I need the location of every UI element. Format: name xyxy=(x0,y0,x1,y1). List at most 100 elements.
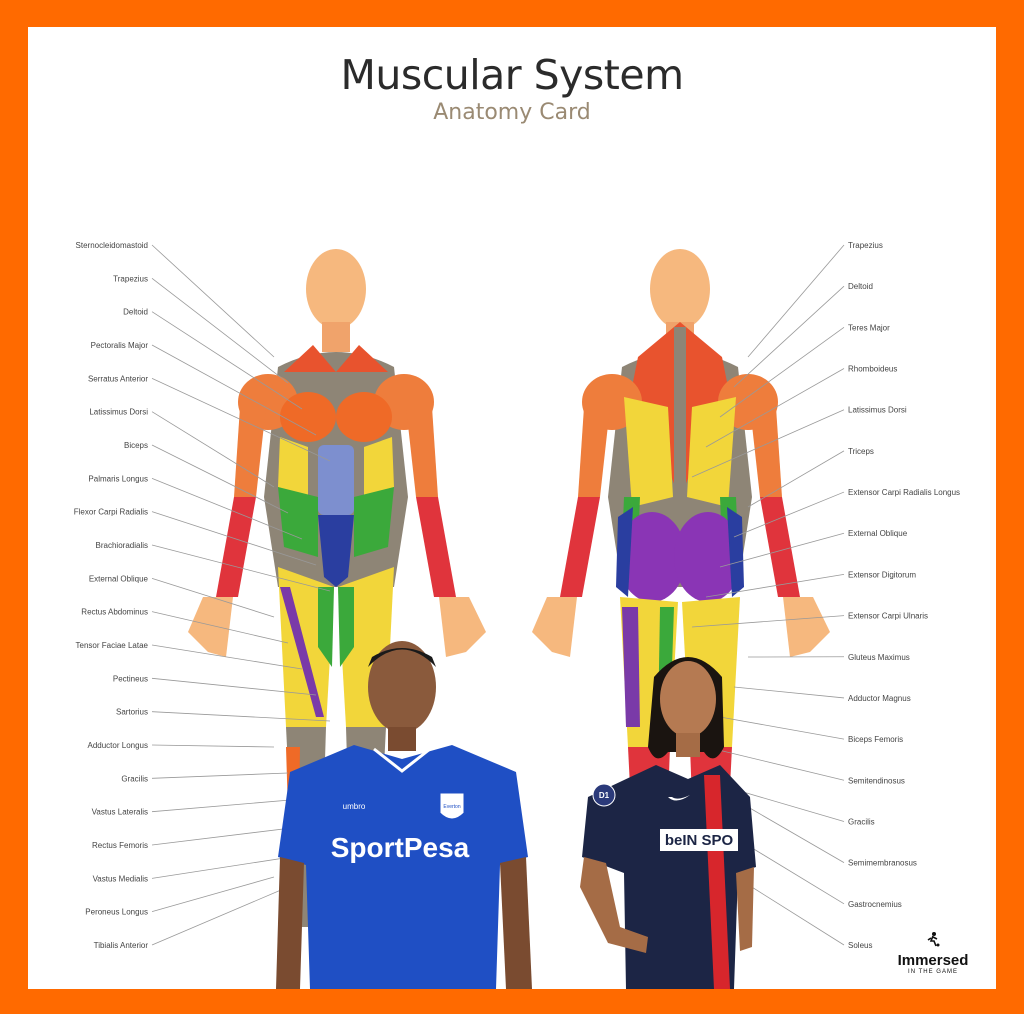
back-label: External Oblique xyxy=(848,529,908,538)
front-label: Sartorius xyxy=(116,708,148,717)
front-serratus-r xyxy=(364,437,394,497)
back-glute-frame xyxy=(616,507,633,597)
back-arm-right-upper xyxy=(750,407,782,497)
player-right-badge: D1 xyxy=(599,791,610,800)
back-leader-line xyxy=(691,615,845,628)
front-leader-line xyxy=(151,644,303,670)
footballer-icon xyxy=(927,932,940,947)
muscle-diagram: SternocleidomastoidTrapeziusDeltoidPecto… xyxy=(74,241,960,989)
player-left-crest-text: Everton xyxy=(443,804,460,810)
back-label: Deltoid xyxy=(848,282,873,291)
anatomy-card: Muscular System Anatomy Card xyxy=(28,27,996,989)
player-left-shirt xyxy=(278,745,528,989)
front-arm-right-upper xyxy=(406,407,438,497)
back-leader-line xyxy=(733,285,845,388)
front-leader-line xyxy=(151,886,289,946)
back-label: Rhomboideus xyxy=(848,365,897,374)
front-label: Vastus Lateralis xyxy=(92,808,148,817)
front-label: Sternocleidomastoid xyxy=(76,241,148,250)
player-right-stripe xyxy=(704,775,730,989)
front-label: Pectineus xyxy=(113,674,148,683)
front-leader-line xyxy=(151,444,289,514)
back-leader-line xyxy=(719,327,845,418)
player-right-neck xyxy=(676,733,700,757)
front-label: Flexor Carpi Radialis xyxy=(74,508,148,517)
player-right-sponsor-box xyxy=(660,829,738,851)
front-label: Trapezius xyxy=(113,274,148,283)
front-label: Tibialis Anterior xyxy=(94,941,149,950)
front-leader-line xyxy=(151,411,275,488)
player-left-arm-left xyxy=(276,857,304,989)
player-right-badge-icon: D1 xyxy=(592,783,616,807)
front-leader-line xyxy=(151,611,289,644)
front-trapezius xyxy=(284,345,388,372)
back-label: Semimembranosus xyxy=(848,859,917,868)
front-leader-line xyxy=(151,311,303,410)
back-label: Trapezius xyxy=(848,241,883,250)
back-label: Extensor Carpi Ulnaris xyxy=(848,612,928,621)
front-leader-line xyxy=(151,677,317,696)
front-adductor xyxy=(318,587,334,667)
player-right: beIN SPO D1 xyxy=(580,657,756,989)
brand-name: Immersed xyxy=(897,952,969,969)
back-leader-line xyxy=(733,686,845,699)
back-leader-line xyxy=(705,368,845,448)
player-left-crest-icon: Everton xyxy=(439,792,465,820)
back-label: Semitendinosus xyxy=(848,776,905,785)
player-left-hair xyxy=(368,648,436,667)
front-rectus-lower xyxy=(318,515,354,587)
front-arm-right-lower xyxy=(416,497,456,597)
front-leaders: SternocleidomastoidTrapeziusDeltoidPecto… xyxy=(74,241,331,950)
back-head xyxy=(650,249,710,329)
back-leader-line xyxy=(747,244,845,358)
front-label: Brachioradialis xyxy=(96,541,148,550)
front-leader-line xyxy=(151,477,303,540)
front-label: Tensor Faciae Latae xyxy=(76,641,149,650)
front-oblique-right xyxy=(354,487,394,557)
front-leader-line xyxy=(151,344,317,436)
player-right-arm-left xyxy=(580,857,648,953)
front-label: Gracilis xyxy=(121,774,148,783)
front-oblique-left xyxy=(278,487,318,557)
player-left-neck xyxy=(388,727,416,751)
back-label: Gluteus Maximus xyxy=(848,653,910,662)
back-label: Adductor Magnus xyxy=(848,694,911,703)
back-leader-line xyxy=(747,450,845,508)
front-leader-line xyxy=(151,577,275,618)
player-left-collar xyxy=(373,747,431,773)
back-leader-line xyxy=(691,409,845,478)
front-label: Vastus Medialis xyxy=(93,874,148,883)
player-left: SportPesa umbro Everton xyxy=(276,641,532,989)
back-label: Extensor Digitorum xyxy=(848,570,916,579)
back-hand-right xyxy=(783,597,830,657)
back-hand-left xyxy=(532,597,577,657)
front-label: Rectus Abdominus xyxy=(81,608,148,617)
back-label: Biceps Femoris xyxy=(848,735,903,744)
brand-tagline: IN THE GAME xyxy=(908,969,958,975)
front-label: Biceps xyxy=(124,441,148,450)
front-arm-left-upper xyxy=(234,407,266,497)
front-pec-left xyxy=(280,392,336,442)
back-spine xyxy=(674,327,686,557)
back-glute-left xyxy=(618,512,686,602)
front-leader-line xyxy=(151,377,331,462)
page-title: Muscular System xyxy=(340,51,684,99)
front-label: Peroneus Longus xyxy=(85,908,148,917)
back-lat-right xyxy=(687,397,736,507)
back-leader-line xyxy=(705,574,845,598)
front-sartorius xyxy=(280,587,324,717)
front-label: Rectus Femoris xyxy=(92,841,148,850)
back-label: Soleus xyxy=(848,941,872,950)
front-leader-line xyxy=(151,244,275,358)
player-right-head xyxy=(660,661,716,737)
back-label: Extensor Carpi Radialis Longus xyxy=(848,488,960,497)
front-leader-line xyxy=(151,511,317,566)
back-lat-left xyxy=(624,397,673,507)
front-label: Latissimus Dorsi xyxy=(89,408,148,417)
page-subtitle: Anatomy Card xyxy=(433,100,591,125)
front-label: External Oblique xyxy=(89,574,149,583)
back-leader-line xyxy=(747,806,845,863)
front-label: Palmaris Longus xyxy=(88,474,148,483)
front-leader-line xyxy=(151,772,289,779)
